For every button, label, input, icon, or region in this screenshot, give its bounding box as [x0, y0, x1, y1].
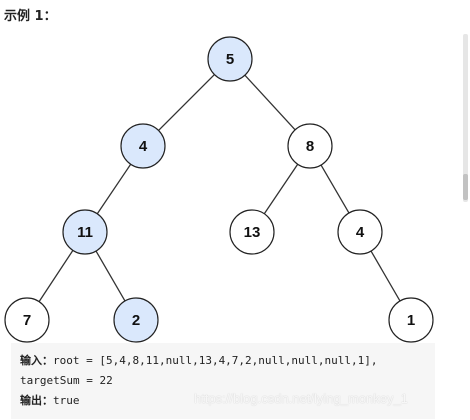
tree-edge-n11-n2	[95, 250, 126, 302]
tree-node-label: 11	[77, 224, 93, 241]
example-code-block: 输入：root = [5,4,8,11,null,13,4,7,2,null,n…	[11, 343, 435, 419]
tree-node-label: 8	[306, 138, 314, 155]
tree-node-label: 5	[226, 51, 234, 68]
tree-node-n11: 11	[62, 209, 108, 255]
tree-node-n13: 13	[229, 209, 275, 255]
tree-edge-n5-n4	[158, 74, 215, 131]
tree-nodes: 5 4 8 11 13 4 7 2 1	[4, 36, 434, 343]
binary-tree-diagram: 5 4 8 11 13 4 7 2 1	[4, 36, 434, 343]
output-line: 输出：true	[20, 391, 435, 411]
tree-node-n4: 4	[120, 123, 166, 169]
vertical-scrollbar[interactable]	[463, 34, 468, 202]
tree-node-label: 2	[132, 312, 140, 329]
tree-node-circle	[120, 123, 166, 169]
tree-edge-n11-n7	[38, 250, 74, 302]
tree-edges	[38, 74, 401, 302]
tree-edge-n4-n11	[96, 163, 132, 215]
tree-node-circle	[207, 36, 253, 82]
scrollbar-thumb[interactable]	[463, 174, 468, 200]
tree-edge-n5-n8	[244, 74, 296, 131]
output-value: true	[53, 394, 80, 407]
tree-node-circle	[287, 123, 333, 169]
tree-node-n2: 2	[113, 297, 159, 343]
tree-edge-n8-n13	[263, 163, 299, 215]
input-label: 输入：	[20, 354, 53, 367]
tree-node-circle	[4, 297, 50, 343]
tree-node-circle	[388, 297, 434, 343]
tree-node-circle	[113, 297, 159, 343]
tree-node-circle	[229, 209, 275, 255]
input-line: 输入：root = [5,4,8,11,null,13,4,7,2,null,n…	[20, 351, 435, 371]
tree-edge-n4b-n1	[370, 250, 401, 302]
tree-node-label: 4	[356, 224, 365, 241]
watermark-url: https://blog.csdn.net/lying_monkey_1	[194, 391, 408, 406]
tree-node-label: 13	[244, 224, 261, 241]
tree-node-n8: 8	[287, 123, 333, 169]
tree-node-n4b: 4	[337, 209, 383, 255]
tree-node-n1: 1	[388, 297, 434, 343]
tree-node-label: 1	[407, 312, 415, 329]
tree-edge-n8-n4b	[320, 164, 350, 214]
tree-node-label: 4	[139, 138, 148, 155]
input-line-continued: targetSum = 22	[20, 374, 113, 387]
tree-node-n7: 7	[4, 297, 50, 343]
input-value: root = [5,4,8,11,null,13,4,7,2,null,null…	[53, 354, 378, 367]
tree-node-circle	[337, 209, 383, 255]
tree-node-circle	[62, 209, 108, 255]
output-label: 输出：	[20, 394, 53, 407]
tree-node-label: 7	[23, 312, 31, 329]
example-title: 示例 1：	[4, 9, 57, 24]
tree-node-n5: 5	[207, 36, 253, 82]
